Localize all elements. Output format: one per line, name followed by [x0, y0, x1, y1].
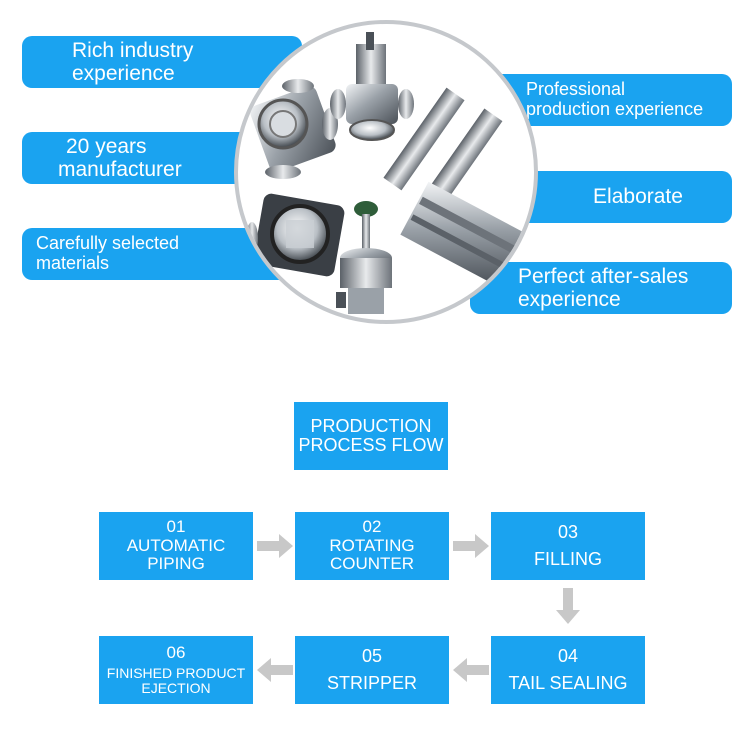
step-label: TAIL SEALING	[508, 673, 628, 693]
feature-line: Carefully selected	[36, 233, 180, 254]
feature-line: Perfect after-sales	[518, 264, 689, 288]
arrow-right-icon	[257, 534, 293, 558]
step-label: FINISHED PRODUCT	[106, 664, 246, 681]
arrow-right-icon	[453, 534, 489, 558]
step-05-stripper: 05 STRIPPER	[295, 636, 449, 704]
comb-plate-part	[400, 181, 526, 287]
step-06-finished-product-ejection: 06 FINISHED PRODUCT EJECTION	[99, 636, 253, 704]
step-03-filling: 03 FILLING	[491, 512, 645, 580]
step-number: 05	[361, 645, 383, 666]
process-flow-title-line: PRODUCTION	[310, 415, 432, 436]
step-label: AUTOMATIC	[126, 535, 226, 555]
feature-elaborate: Elaborate	[504, 171, 732, 223]
step-label: COUNTER	[329, 554, 415, 574]
product-parts-image	[234, 20, 538, 324]
nozzle-part	[336, 201, 392, 314]
step-label: PIPING	[147, 554, 205, 574]
process-flow-title-line: PROCESS FLOW	[298, 435, 444, 455]
feature-line: manufacturer	[58, 158, 182, 181]
feature-line: Rich industry	[72, 38, 194, 62]
step-number: 02	[362, 517, 382, 537]
step-number: 06	[166, 643, 186, 663]
cross-fitting-part	[250, 79, 338, 179]
arrow-left-icon	[453, 658, 489, 682]
step-label: FILLING	[533, 549, 603, 569]
process-flow-title: PRODUCTION PROCESS FLOW	[294, 402, 448, 470]
step-label: STRIPPER	[326, 673, 418, 693]
feature-line: 20 years	[66, 134, 147, 158]
feature-line: Elaborate	[593, 185, 683, 209]
step-label: EJECTION	[141, 679, 211, 696]
step-01-automatic-piping: 01 AUTOMATIC PIPING	[99, 512, 253, 580]
step-04-tail-sealing: 04 TAIL SEALING	[491, 636, 645, 704]
step-label: ROTATING	[329, 535, 415, 555]
feature-line: experience	[72, 62, 175, 85]
feature-line: experience	[518, 288, 621, 311]
feature-line: materials	[36, 253, 110, 273]
sight-glass-part	[246, 193, 345, 277]
step-number: 03	[557, 521, 579, 542]
feature-line: Professional	[526, 79, 626, 100]
product-parts-illustration	[246, 32, 526, 314]
step-number: 01	[166, 517, 186, 537]
feature-rich-industry-experience: Rich industry experience	[22, 36, 302, 88]
feature-perfect-after-sales-experience: Perfect after-sales experience	[470, 262, 732, 314]
step-02-rotating-counter: 02 ROTATING COUNTER	[295, 512, 449, 580]
step-number: 04	[557, 645, 579, 666]
feature-line: production experience	[526, 99, 704, 119]
arrow-left-icon	[257, 658, 293, 682]
feature-professional-production-experience: Professional production experience	[470, 74, 732, 126]
valve-part	[330, 32, 414, 141]
arrow-down-icon	[556, 588, 580, 624]
